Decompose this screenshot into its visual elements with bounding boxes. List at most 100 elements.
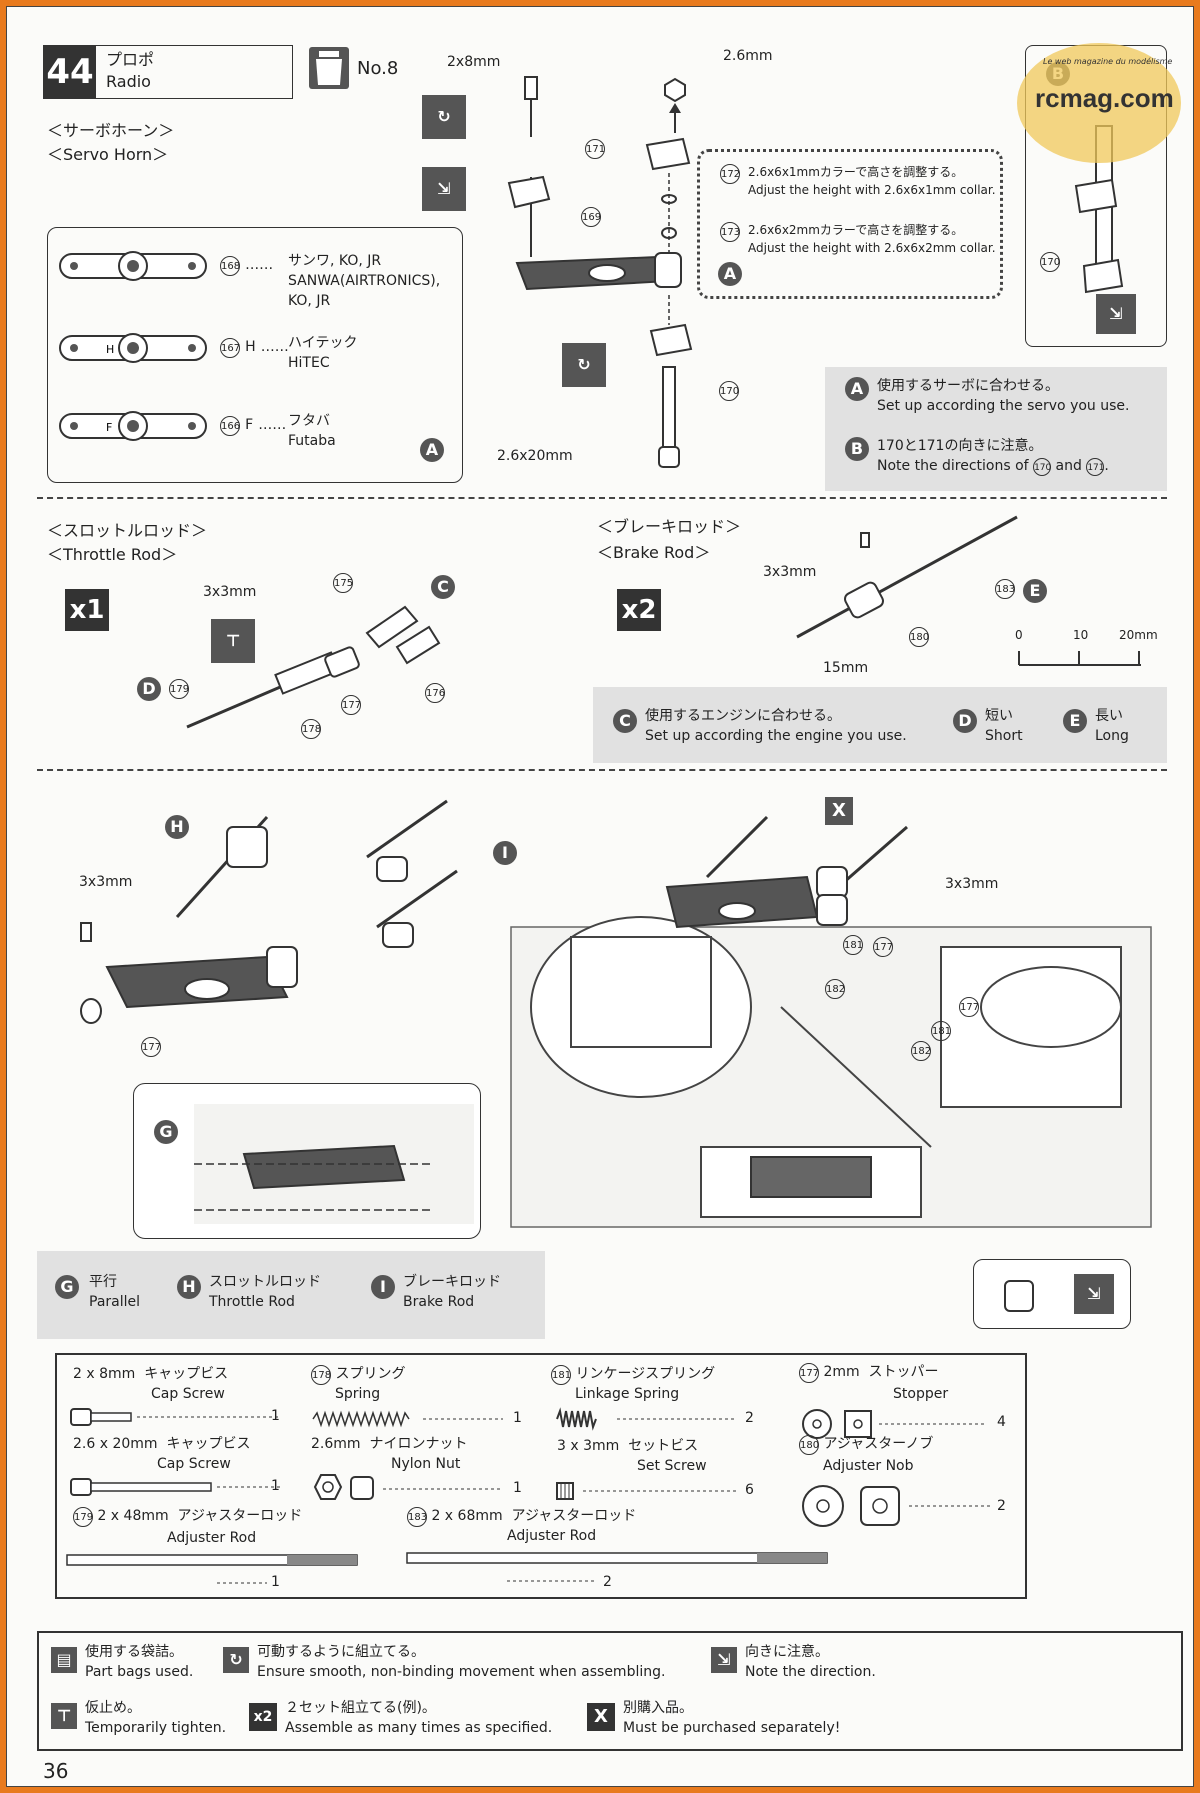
note-i-en: Brake Rod — [403, 1294, 475, 1310]
part-adjuster-nob: 180 アジャスターノブ — [799, 1435, 933, 1455]
parts-list: 2 x 8mm キャップビス Cap Screw 1 2.6 x 20mm キャ… — [55, 1353, 1027, 1599]
assembly-label-182a: 182 — [825, 979, 845, 999]
legend-purchase-icon: X — [587, 1703, 615, 1731]
throttle-label-178: 178 — [301, 719, 321, 739]
manual-page: 44 プロポ Radio No.8 ＜サーボホーン＞ ＜Servo Horn＞ … — [6, 6, 1194, 1787]
assembly-badge-h: H — [165, 815, 189, 839]
servo-horn-sanwa-icon — [59, 251, 207, 281]
smooth-move-icon: ↻ — [422, 95, 466, 139]
part-stopper-en: Stopper — [893, 1386, 949, 1402]
brake-heading-en: ＜Brake Rod＞ — [597, 543, 711, 562]
legend-smooth-jp: 可動するように組立てる。 — [257, 1644, 425, 1660]
part-set-screw-qty: 6 — [745, 1482, 754, 1498]
bag-icon — [307, 45, 351, 91]
screw-2-6x20-label: 2.6x20mm — [497, 448, 573, 464]
note-e-jp: 長い — [1095, 708, 1123, 724]
legend-tighten-en: Temporarily tighten. — [85, 1720, 227, 1736]
label-171: 171 — [585, 139, 605, 159]
section-divider-1 — [37, 497, 1167, 499]
legend-bag-en: Part bags used. — [85, 1664, 194, 1680]
step-header: 44 プロポ Radio — [43, 45, 293, 99]
part-cap-screw-2-6x20-en: Cap Screw — [157, 1456, 231, 1472]
note-a-jp: 使用するサーボに合わせる。 — [877, 378, 1059, 394]
tighten-icon: ⊤ — [211, 619, 255, 663]
note-c-jp: 使用するエンジンに合わせる。 — [645, 708, 841, 724]
smooth-move-icon-2: ↻ — [562, 343, 606, 387]
throttle-heading-en: ＜Throttle Rod＞ — [47, 545, 178, 564]
throttle-badge-d: D — [137, 677, 161, 701]
notes-ab-panel: A 使用するサーボに合わせる。 Set up according the ser… — [825, 367, 1167, 491]
part-nylon-nut: 2.6mm ナイロンナット — [311, 1436, 468, 1452]
part-nylon-nut-en: Nylon Nut — [391, 1456, 461, 1472]
part-nylon-nut-qty: 1 — [513, 1480, 522, 1496]
collar-173-jp: 2.6x6x2mmカラーで高さを調整する。 — [748, 223, 964, 237]
horn-166-jp: フタバ — [288, 413, 330, 429]
label-169: 169 — [581, 207, 601, 227]
step-title-en: Radio — [106, 72, 151, 91]
assembly-screw-left: 3x3mm — [79, 874, 133, 890]
brake-rod-diagram — [796, 515, 1018, 639]
throttle-label-176: 176 — [425, 683, 445, 703]
inset-badge-g: G — [154, 1120, 178, 1144]
screw-2x8-label: 2x8mm — [447, 54, 501, 70]
legend-smooth-en: Ensure smooth, non-binding movement when… — [257, 1664, 666, 1680]
note-i-jp: ブレーキロッド — [403, 1274, 501, 1290]
inset-label-170: 170 — [1040, 252, 1060, 272]
notes-ghi-panel: G 平行 Parallel H スロットルロッド Throttle Rod I … — [37, 1251, 545, 1339]
part-adjuster-nob-qty: 2 — [997, 1498, 1006, 1514]
note-e-en: Long — [1095, 728, 1129, 744]
note-e-badge: E — [1063, 709, 1087, 733]
collar-badge-a: A — [718, 262, 742, 286]
note-b-en: Note the directions of 170 and 171. — [877, 458, 1109, 476]
page-number: 36 — [43, 1759, 69, 1783]
label-170: 170 — [719, 381, 739, 401]
servo-horn-panel: 168 …… サンワ, KO, JR SANWA(AIRTRONICS), KO… — [47, 227, 463, 483]
legend-bag-icon: ▤ — [51, 1647, 77, 1673]
scale-tick-10: 10 — [1073, 628, 1089, 642]
assembly-label-181b: 181 — [931, 1021, 951, 1041]
step-number: 44 — [44, 46, 96, 98]
part-spring: 178 スプリング — [311, 1365, 405, 1385]
collar-173-en: Adjust the height with 2.6x6x2mm collar. — [748, 241, 996, 255]
part-adjuster-rod-68-qty: 2 — [603, 1574, 612, 1590]
note-i-badge: I — [371, 1275, 395, 1299]
horn-168-jp: サンワ, KO, JR — [288, 253, 382, 269]
part-adjuster-nob-en: Adjuster Nob — [823, 1458, 914, 1474]
legend-direction-icon: ⇲ — [711, 1647, 737, 1673]
assembly-label-177-left: 177 — [141, 1037, 161, 1057]
part-spring-en: Spring — [335, 1386, 381, 1402]
horn-168-en: SANWA(AIRTRONICS), — [288, 273, 441, 289]
brake-multiplier: x2 — [617, 589, 661, 631]
part-stopper-qty: 4 — [997, 1414, 1006, 1430]
badge-a: A — [420, 438, 444, 462]
part-adjuster-rod-48: 179 2 x 48mm アジャスターロッド — [73, 1507, 302, 1527]
note-b-jp: 170と171の向きに注意。 — [877, 438, 1043, 454]
collar-172-jp: 2.6x6x1mmカラーで高さを調整する。 — [748, 165, 964, 179]
note-h-jp: スロットルロッド — [209, 1274, 321, 1290]
throttle-brake-linkage-diagram — [80, 799, 458, 1024]
parallel-inset: G — [133, 1083, 481, 1239]
part-cap-screw-2x8-en: Cap Screw — [151, 1386, 225, 1402]
note-g-jp: 平行 — [89, 1274, 117, 1290]
part-linkage-spring: 181 リンケージスプリング — [551, 1365, 715, 1385]
inset-direction-icon: ⇲ — [1096, 294, 1136, 334]
servo-horn-hitec-icon: H — [59, 333, 207, 363]
servo-saver-diagram — [507, 76, 693, 468]
assembly-badge-x: X — [825, 797, 853, 825]
notes-cde-panel: C 使用するエンジンに合わせる。 Set up according the en… — [593, 687, 1167, 763]
throttle-label-175: 175 — [333, 573, 353, 593]
servo-saver-with-rods-diagram — [665, 815, 908, 929]
svg-text:H: H — [106, 343, 114, 356]
note-h-badge: H — [177, 1275, 201, 1299]
collar-172-en: Adjust the height with 2.6x6x1mm collar. — [748, 183, 996, 197]
servo-horn-heading-jp: ＜サーボホーン＞ — [47, 121, 175, 140]
brake-label-183: 183 — [995, 579, 1015, 599]
note-b-badge: B — [845, 437, 869, 461]
horn-item-167: 167 H …… — [220, 336, 289, 358]
throttle-rod-diagram — [186, 605, 441, 729]
part-adjuster-rod-48-en: Adjuster Rod — [167, 1530, 257, 1546]
throttle-heading-jp: ＜スロットルロッド＞ — [47, 521, 208, 540]
section-divider-2 — [37, 769, 1167, 771]
assembly-label-177a: 177 — [873, 937, 893, 957]
note-d-en: Short — [985, 728, 1023, 744]
